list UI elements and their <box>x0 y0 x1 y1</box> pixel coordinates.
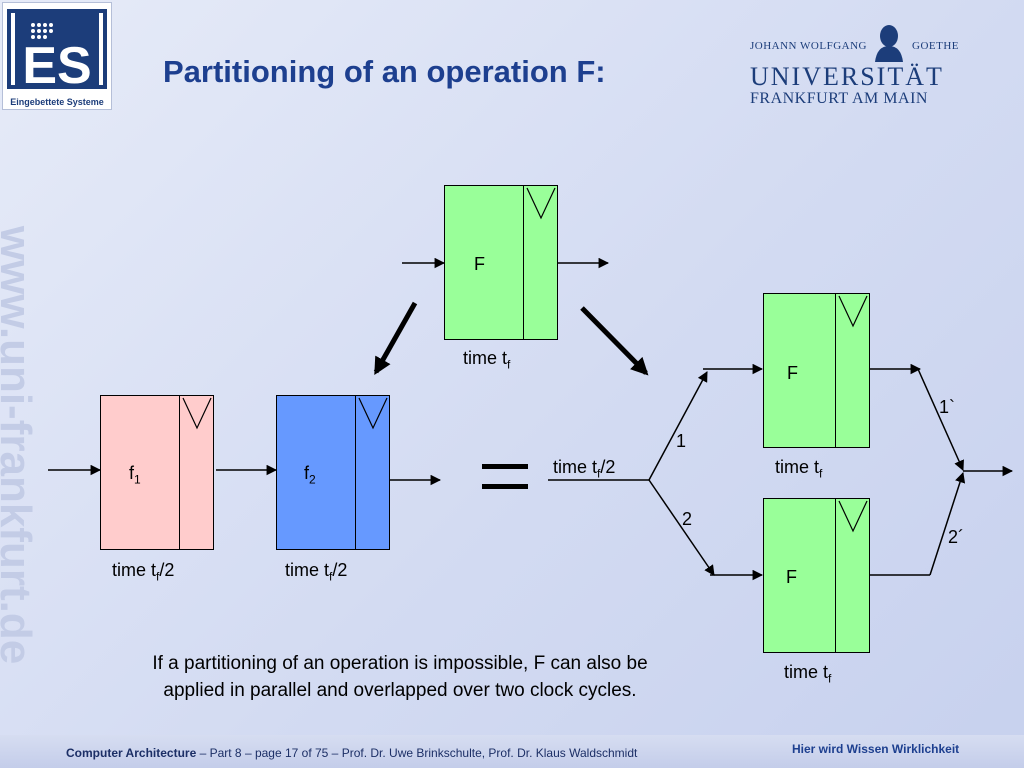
logo-caption: Eingebettete Systeme <box>10 97 104 107</box>
f2-operation-box <box>276 395 390 550</box>
caption-line-1: If a partitioning of an operation is imp… <box>152 653 648 674</box>
clock-triangle-icon <box>182 397 212 430</box>
f2-box-label: f2 <box>304 463 316 487</box>
split-right-arrow <box>580 306 649 376</box>
university-name: UNIVERSITÄT <box>750 62 944 91</box>
branch-upper-in-diagonal <box>648 371 708 481</box>
goethe-portrait-icon <box>875 25 903 62</box>
branch-label-upper-in: 1 <box>676 431 687 451</box>
f2-box-time: time tf/2 <box>285 560 348 584</box>
page-title: Partitioning of an operation F: <box>163 54 606 89</box>
equals-sign <box>482 462 528 492</box>
parallel-input-time: time tf/2 <box>553 457 616 481</box>
footer-text: Computer Architecture – Part 8 – page 17… <box>66 746 637 760</box>
f1-box-label: f1 <box>129 463 141 487</box>
footer-slogan: Hier wird Wissen Wirklichkeit <box>792 742 960 756</box>
top-box-time: time tf <box>463 348 511 372</box>
footer-course: Computer Architecture <box>66 746 197 760</box>
lower-operation-box <box>763 498 870 653</box>
footer-details: – Part 8 – page 17 of 75 – Prof. Dr. Uwe… <box>196 746 638 760</box>
branch-label-upper-out: 1` <box>939 397 956 417</box>
branch-label-lower-out: 2´ <box>948 527 965 547</box>
footer-bar <box>0 735 1024 768</box>
upper-operation-box <box>763 293 870 448</box>
university-line-1: JOHANN WOLFGANG GOETHE <box>750 40 959 52</box>
upper-box-time: time tf <box>775 457 823 481</box>
university-line-1-right: GOETHE <box>912 40 959 52</box>
top-box-label: F <box>474 254 485 274</box>
university-line-1-left: JOHANN WOLFGANG <box>750 40 867 52</box>
top-operation-box <box>444 185 558 340</box>
caption-line-2: applied in parallel and overlapped over … <box>163 680 637 701</box>
clock-triangle-icon <box>838 500 868 533</box>
branch-lower-in-diagonal <box>648 479 715 576</box>
chip-icon: ES <box>7 9 107 95</box>
split-left-arrow <box>373 301 418 376</box>
clock-triangle-icon <box>358 397 388 430</box>
f1-box-time: time tf/2 <box>112 560 175 584</box>
slide-caption: If a partitioning of an operation is imp… <box>90 650 710 704</box>
es-logo: ES Eingebettete Systeme <box>2 2 112 110</box>
logo-letters: ES <box>22 37 91 95</box>
branch-lower-out-diagonal <box>929 472 966 576</box>
upper-box-label: F <box>787 363 798 383</box>
branch-label-lower-in: 2 <box>682 509 693 529</box>
lower-box-label: F <box>786 567 797 587</box>
lower-box-time: time tf <box>784 662 832 686</box>
clock-triangle-icon <box>526 187 556 220</box>
university-city: FRANKFURT AM MAIN <box>750 90 928 107</box>
clock-triangle-icon <box>838 295 868 328</box>
f1-operation-box <box>100 395 214 550</box>
branch-upper-out-diagonal <box>917 368 964 471</box>
